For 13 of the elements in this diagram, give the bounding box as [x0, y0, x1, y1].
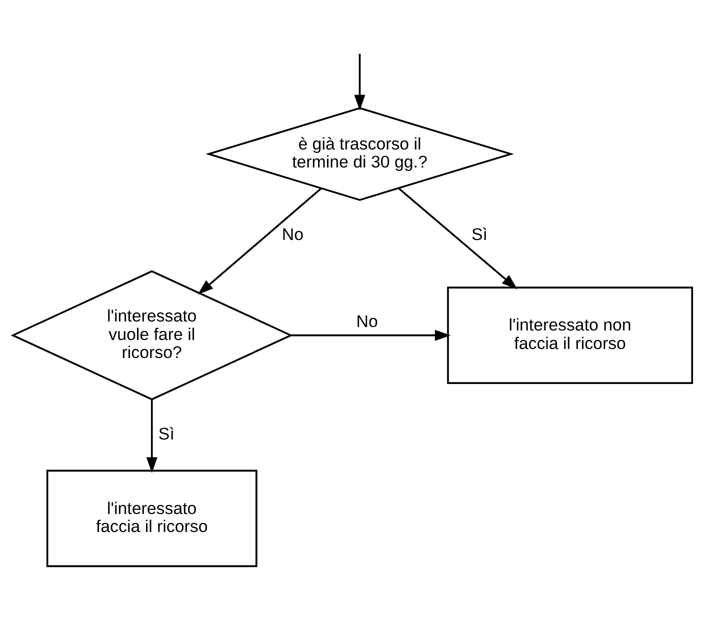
edge-label: No	[282, 225, 304, 244]
arrow	[146, 400, 158, 474]
arrow	[398, 188, 518, 290]
arrow	[354, 54, 366, 111]
arrow	[291, 330, 451, 341]
node-box: l'interessato non faccia il ricorso	[447, 286, 694, 384]
node-box: l'interessato faccia il ricorso	[46, 470, 258, 568]
node-diamond: l'interessato vuole fare il ricorso?	[10, 270, 294, 400]
edge-label: Sì	[471, 225, 488, 244]
arrow	[198, 188, 322, 295]
edge-label: No	[356, 312, 378, 332]
node-diamond: è già trascorso il termine di 30 gg.?	[206, 107, 514, 201]
edge-label: Sì	[158, 424, 174, 444]
